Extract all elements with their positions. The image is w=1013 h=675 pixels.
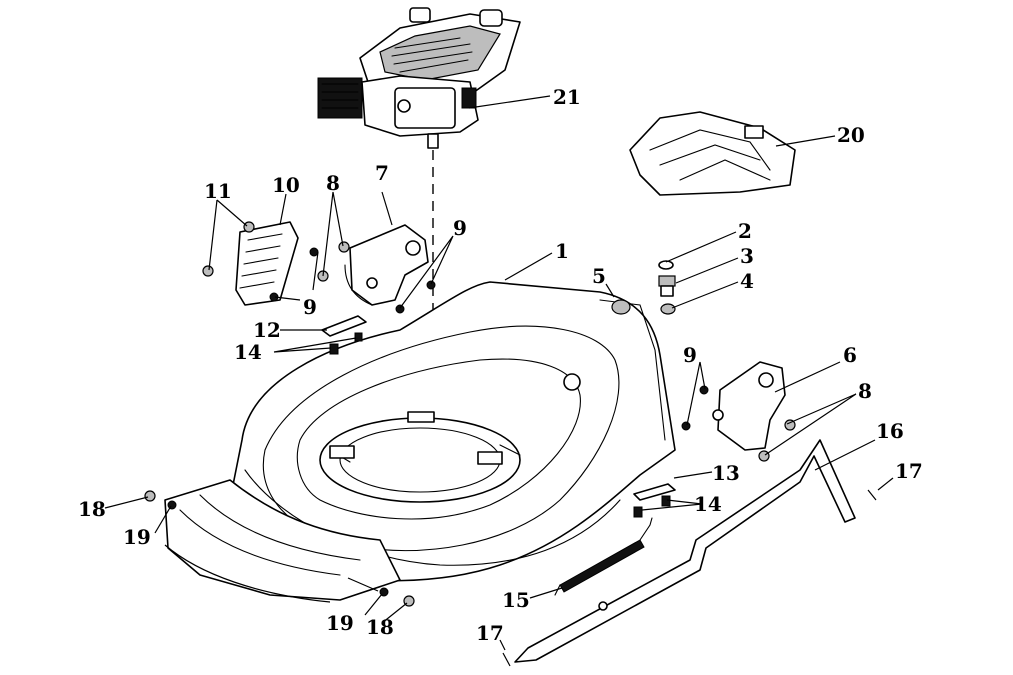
spring bbox=[554, 517, 653, 596]
callout-5: 5 bbox=[592, 264, 606, 288]
callout-3: 3 bbox=[740, 244, 754, 268]
engine bbox=[317, 7, 521, 149]
callout-19-left: 19 bbox=[123, 525, 151, 549]
callout-2: 2 bbox=[738, 219, 752, 243]
callout-9-center: 9 bbox=[453, 216, 467, 240]
nuts bbox=[167, 247, 709, 597]
washer bbox=[658, 260, 674, 270]
bolts bbox=[144, 221, 877, 667]
callout-14-left: 14 bbox=[234, 340, 262, 364]
callout-17-bottom: 17 bbox=[476, 621, 504, 645]
rear-flap bbox=[164, 479, 401, 603]
callout-11: 11 bbox=[204, 179, 232, 203]
left-height-bracket bbox=[344, 224, 429, 306]
mower-deck bbox=[231, 281, 676, 582]
grass-deflector bbox=[629, 111, 796, 196]
callout-9-right: 9 bbox=[683, 343, 697, 367]
height-adjust-lever bbox=[514, 439, 856, 663]
callout-16: 16 bbox=[876, 419, 904, 443]
callout-6: 6 bbox=[843, 343, 857, 367]
callout-8-left: 8 bbox=[326, 171, 340, 195]
callout-7: 7 bbox=[375, 161, 389, 185]
callout-14-right: 14 bbox=[694, 492, 722, 516]
leader-lines bbox=[104, 95, 894, 651]
callout-20: 20 bbox=[837, 123, 865, 147]
callout-numbers: 21 20 1 2 3 4 5 6 7 8 8 9 9 9 10 11 12 1… bbox=[78, 85, 923, 645]
callout-12: 12 bbox=[253, 318, 281, 342]
plate-left bbox=[321, 315, 367, 337]
callout-21: 21 bbox=[553, 85, 581, 109]
plate-right bbox=[633, 483, 676, 501]
callout-18-left: 18 bbox=[78, 497, 106, 521]
callout-18-bottom: 18 bbox=[366, 615, 394, 639]
callout-1: 1 bbox=[555, 239, 569, 263]
callout-17-right: 17 bbox=[895, 459, 923, 483]
callout-13: 13 bbox=[712, 461, 740, 485]
callout-19-bottom: 19 bbox=[326, 611, 354, 635]
callout-10: 10 bbox=[272, 173, 300, 197]
wheel-height-bracket bbox=[235, 221, 299, 306]
callout-8-right: 8 bbox=[858, 379, 872, 403]
right-height-bracket bbox=[712, 361, 786, 451]
callout-15: 15 bbox=[502, 588, 530, 612]
fitting bbox=[658, 275, 676, 297]
callout-4: 4 bbox=[740, 269, 754, 293]
callout-9-left: 9 bbox=[303, 295, 317, 319]
